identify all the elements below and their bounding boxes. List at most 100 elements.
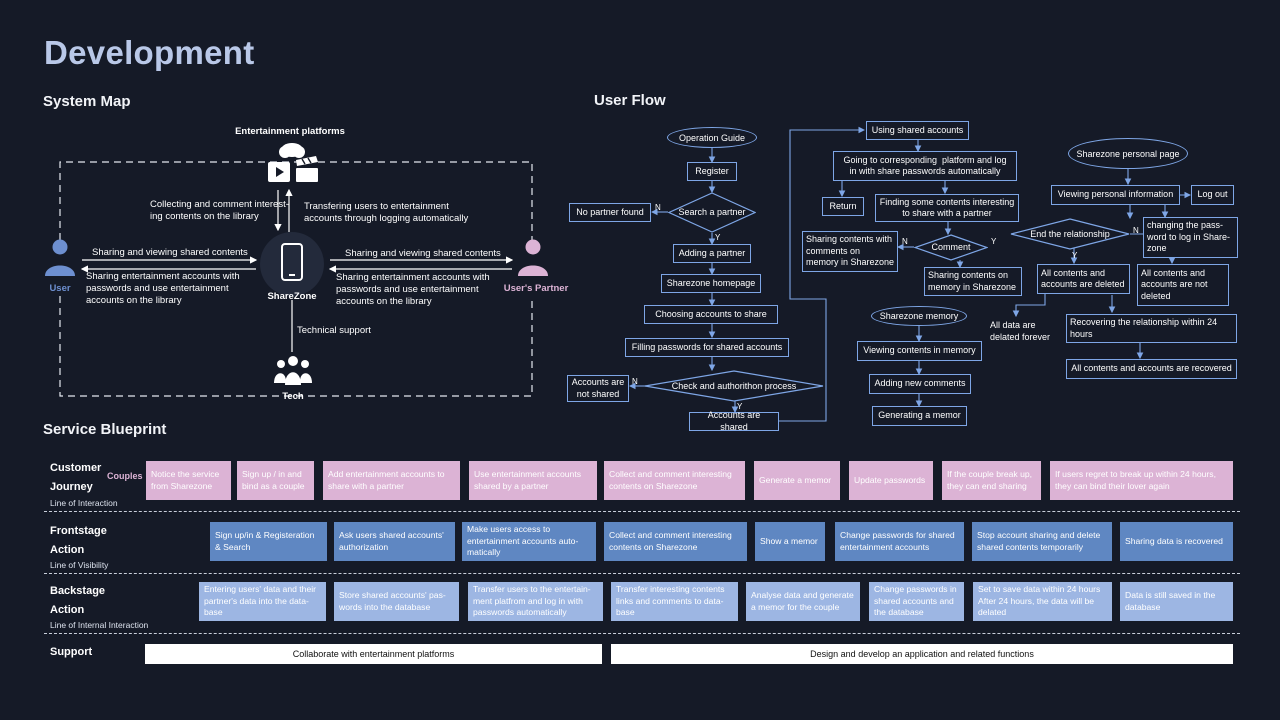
line-of-interaction-label: Line of Interaction [50,498,118,508]
user-label: User [49,283,71,294]
tech-team-icon [274,355,312,387]
using-shared-node: Using shared accounts [866,121,969,140]
technical-support-label: Technical support [297,325,371,336]
sharing-viewing-right: Sharing and viewing shared contents [345,248,501,259]
user-flow-heading: User Flow [594,92,666,109]
partner-avatar-icon [517,238,549,278]
backstage-card: Entering users' data and their partner's… [199,582,326,621]
frontstage-card: Show a memor [755,522,825,561]
backstage-card: Transfer interesting contents links and … [611,582,738,621]
accounts-shared-node: Accounts are shared [689,410,779,432]
journey-card: Use entertainment accounts shared by a p… [469,461,597,500]
check-authorization-decision: Check and authorithon process [644,370,824,402]
sharing-accounts-left: Sharing entertainment accounts with pass… [86,271,240,306]
frontstage-card: Make users access to entertainment accou… [462,522,596,561]
sharing-comments-node: Sharing contents with comments on memory… [802,231,898,272]
system-map-heading: System Map [43,93,131,110]
tech-label: Tech [282,391,304,402]
sharezone-memory-node: Sharezone memory [871,306,967,326]
support-title: Support [50,646,93,658]
all-recovered-node: All contents and accounts are recovered [1066,359,1237,379]
phone-icon [281,243,303,281]
no-label-4: N [1133,226,1139,235]
filling-passwords-node: Filling passwords for shared accounts [625,338,789,357]
frontstage-title: Frontstage Action [50,525,107,556]
support-card: Collaborate with entertainment platforms [145,644,602,664]
couples-label: Couples [107,471,143,481]
backstage-card: Transfer users to the entertain- ment pl… [468,582,603,621]
line-of-internal-interaction [44,633,1240,634]
recovering-node: Recovering the relationship within 24 ho… [1066,314,1237,343]
check-authorization-label: Check and authorithon process [671,381,797,391]
data-forever-text: All data are delated forever [990,320,1051,342]
choosing-accounts-node: Choosing accounts to share [644,305,778,324]
service-blueprint-heading: Service Blueprint [43,421,167,438]
adding-partner-node: Adding a partner [673,244,751,263]
all-deleted-node: All contents and accounts are deleted [1037,264,1130,294]
line-of-visibility-label: Line of Visibility [50,560,109,570]
collecting-comment-text: Collecting and comment interest- ing con… [150,199,289,222]
entertainment-platforms-label: Entertainment platforms [235,126,345,137]
journey-card: Update passwords [849,461,933,500]
page-title: Development [44,34,255,71]
search-partner-decision: Search a partner [667,192,757,233]
backstage-card: Set to save data within 24 hours After 2… [973,582,1112,621]
frontstage-card: Sign up/in & Registeration & Search [210,522,327,561]
yes-label-4: Y [1072,251,1078,260]
not-shared-node: Accounts are not shared [567,375,629,402]
journey-card: Add entertainment accounts to share with… [323,461,460,500]
line-of-visibility [44,573,1240,574]
changing-password-node: changing the pass- word to log in Share-… [1143,217,1238,258]
entertainment-platforms-icon [266,140,324,186]
homepage-node: Sharezone homepage [661,274,761,293]
frontstage-card: Collect and comment interesting contents… [604,522,747,561]
frontstage-card: Change passwords for shared entertainmen… [835,522,964,561]
return-node: Return [822,197,864,216]
yes-label-3: Y [991,237,997,246]
frontstage-card: Stop account sharing and delete shared c… [972,522,1112,561]
viewing-memory-node: Viewing contents in memory [857,341,982,361]
journey-card: If users regret to break up within 24 ho… [1050,461,1233,500]
user-avatar-icon [44,238,76,278]
operation-guide-node: Operation Guide [667,127,757,148]
partner-label: User's Partner [503,283,569,294]
journey-card: Notice the service from Sharezone [146,461,231,500]
yes-label-1: Y [715,233,721,242]
backstage-card: Change passwords in shared accounts and … [869,582,964,621]
no-label-2: N [632,377,638,386]
sharing-on-memory-node: Sharing contents on memory in Sharezone [924,267,1022,296]
finding-contents-node: Finding some contents interesting to sha… [875,194,1019,222]
sharing-accounts-right: Sharing entertainment accounts with pass… [336,272,490,307]
backstage-card: Analyse data and generate a memor for th… [746,582,860,621]
line-of-internal-interaction-label: Line of Internal Interaction [50,620,149,630]
backstage-card: Store shared accounts' pas- words into t… [334,582,459,621]
journey-card: Sign up / in and bind as a couple [237,461,314,500]
personal-page-node: Sharezone personal page [1068,138,1188,169]
backstage-card: Data is still saved in the database [1120,582,1233,621]
journey-card: If the couple break up, they can end sha… [942,461,1041,500]
register-node: Register [687,162,737,181]
end-relationship-decision: End the relationship [1010,218,1130,250]
frontstage-card: Ask users shared accounts' authorization [334,522,455,561]
frontstage-card: Sharing data is recovered [1120,522,1233,561]
adding-comments-node: Adding new comments [869,374,971,394]
journey-card: Collect and comment interesting contents… [604,461,745,500]
end-relationship-label: End the relationship [1030,229,1110,239]
sharezone-circle [260,232,324,296]
customer-journey-title: Customer Journey [50,462,102,493]
generating-memor-node: Generating a memor [872,406,967,426]
no-partner-node: No partner found [569,203,651,222]
log-out-node: Log out [1191,185,1234,205]
sharing-viewing-left: Sharing and viewing shared contents [92,247,248,258]
going-to-platform-node: Going to corresponding platform and log … [833,151,1017,181]
line-of-interaction [44,511,1240,512]
comment-decision: Comment [913,234,989,261]
yes-label-2: Y [737,402,743,411]
all-not-deleted-node: All contents and accounts are not delete… [1137,264,1229,306]
support-card: Design and develop an application and re… [611,644,1233,664]
viewing-personal-node: Viewing personal information [1051,185,1180,205]
no-label-3: N [902,237,908,246]
search-partner-label: Search a partner [678,207,746,217]
